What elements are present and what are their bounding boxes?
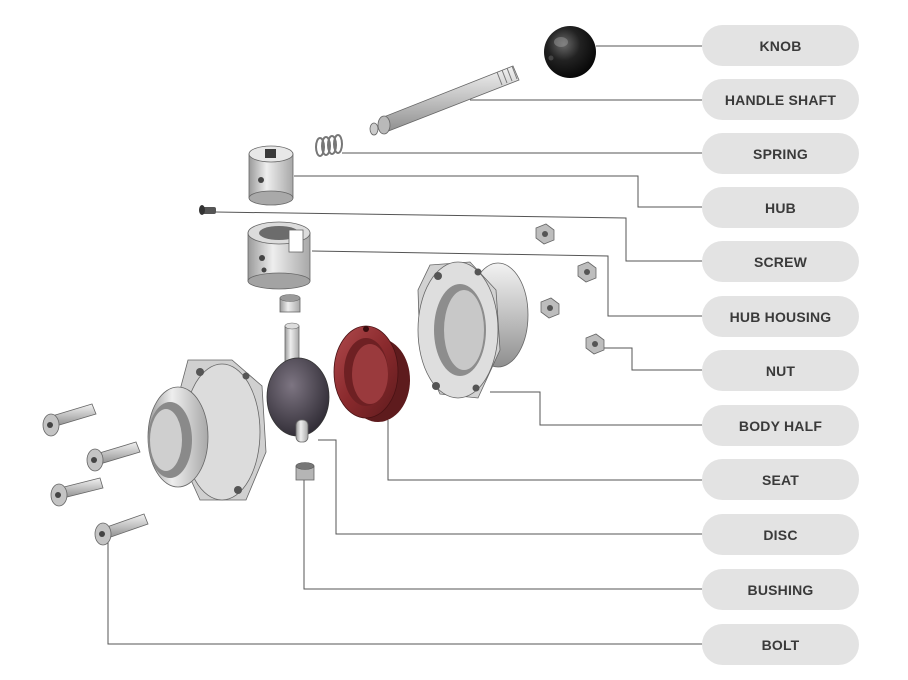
label-knob: KNOB	[702, 25, 859, 66]
bushing-part	[295, 462, 315, 481]
disc-part	[266, 322, 330, 443]
label-nut: NUT	[702, 350, 859, 391]
label-screw: SCREW	[702, 241, 859, 282]
body-half-right-part	[417, 261, 529, 399]
label-spring: SPRING	[702, 133, 859, 174]
seat-part	[333, 325, 410, 422]
label-handle-shaft-text: HANDLE SHAFT	[724, 91, 837, 108]
stem-collar-part	[279, 294, 301, 313]
label-hub-text: HUB	[765, 199, 796, 216]
label-bushing-text: BUSHING	[747, 581, 814, 598]
leader-line-hub	[294, 175, 702, 208]
nut	[585, 333, 605, 355]
leader-line-screw	[215, 211, 702, 262]
leader-line-body-half	[490, 391, 702, 426]
hub-part	[248, 145, 294, 206]
leader-line-disc	[318, 439, 702, 535]
label-seat: SEAT	[702, 459, 859, 500]
hub-housing-part	[247, 221, 311, 290]
label-bushing: BUSHING	[702, 569, 859, 610]
knob-part	[544, 26, 596, 78]
screw-part	[199, 205, 216, 215]
label-body-half-text: BODY HALF	[738, 417, 823, 434]
label-body-half: BODY HALF	[702, 405, 859, 446]
label-hub-housing: HUB HOUSING	[702, 296, 859, 337]
label-knob-text: KNOB	[759, 37, 802, 54]
handle-shaft-part	[369, 65, 520, 136]
nut	[540, 297, 560, 319]
nut	[577, 261, 597, 283]
leader-line-bushing	[303, 480, 702, 590]
label-hub: HUB	[702, 187, 859, 228]
nut	[535, 223, 555, 245]
label-spring-text: SPRING	[753, 145, 808, 162]
label-disc: DISC	[702, 514, 859, 555]
leader-line-hub-housing	[311, 250, 702, 317]
leader-line-nut	[604, 347, 702, 371]
label-nut-text: NUT	[765, 362, 796, 379]
leader-lines	[107, 45, 702, 645]
bolt	[86, 441, 141, 472]
label-disc-text: DISC	[763, 526, 798, 543]
body-half-left-part	[147, 359, 267, 501]
bolt	[94, 513, 149, 546]
label-bolt-text: BOLT	[761, 636, 800, 653]
label-screw-text: SCREW	[753, 253, 808, 270]
bolt	[50, 477, 104, 507]
leader-line-bolt	[107, 540, 702, 645]
label-seat-text: SEAT	[761, 471, 800, 488]
nut-parts	[535, 223, 605, 355]
bolt-parts	[42, 403, 149, 546]
leader-line-seat	[387, 420, 702, 481]
spring-part	[315, 134, 343, 157]
label-handle-shaft: HANDLE SHAFT	[702, 79, 859, 120]
label-bolt: BOLT	[702, 624, 859, 665]
label-hub-housing-text: HUB HOUSING	[729, 308, 832, 325]
bolt	[42, 403, 97, 437]
